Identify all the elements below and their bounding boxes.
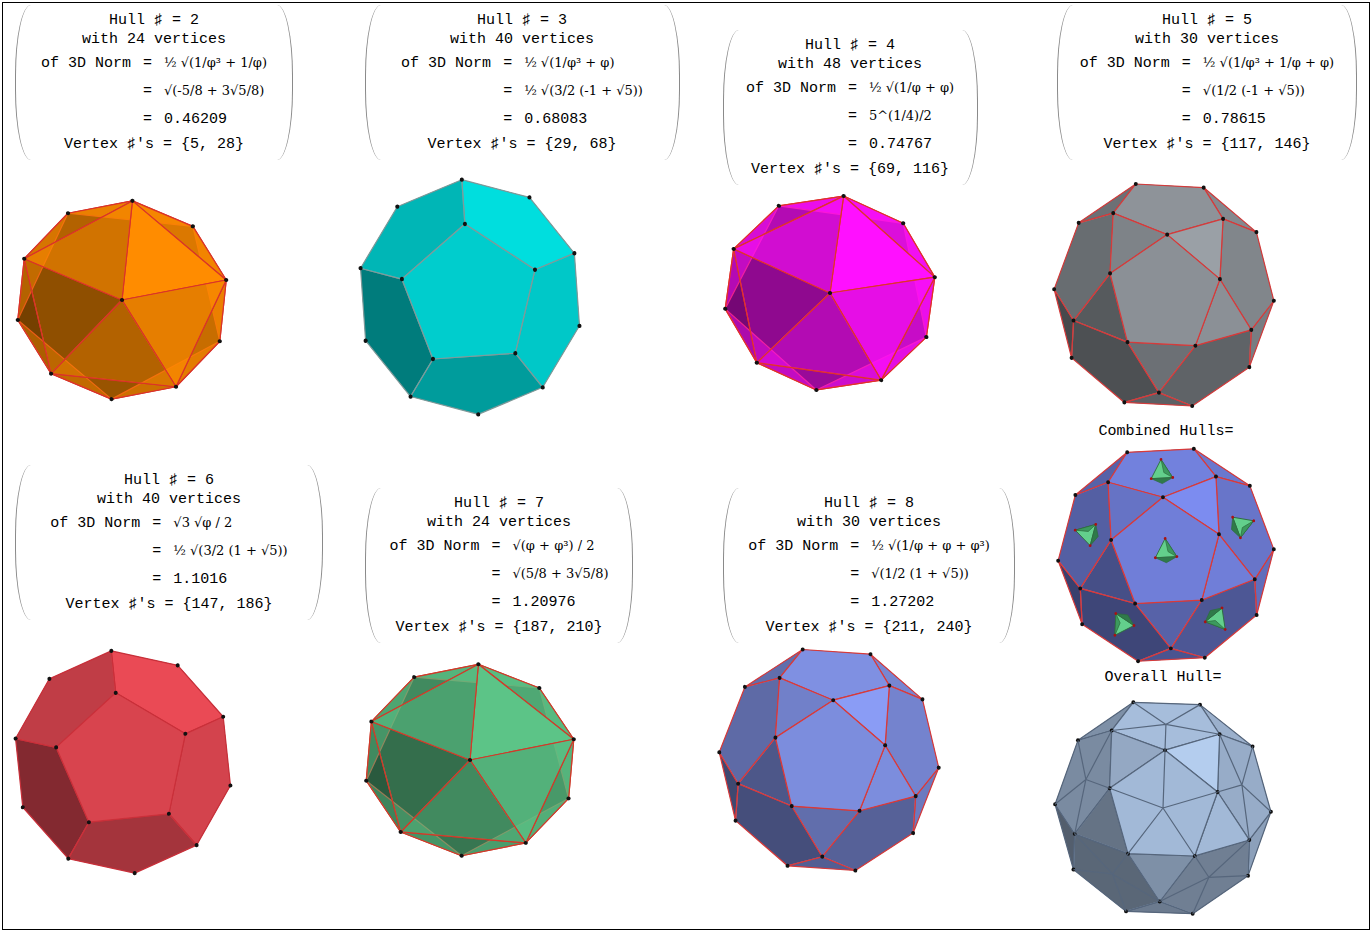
figure-caption: Overall Hull=	[1104, 668, 1221, 687]
vertex-count: with 24 vertices	[41, 30, 267, 49]
norm-formula: √(1/2 (1 + √5))	[871, 560, 990, 588]
norm-value: 0.78615	[1203, 105, 1334, 133]
hull-number: Hull ♯ = 8	[748, 494, 990, 513]
equals-sign: =	[152, 537, 161, 565]
hull-figure	[1023, 166, 1297, 445]
vertex-range: Vertex ♯'s = {147, 186}	[50, 595, 287, 614]
norm-formula: ½ √(1/φ³ + φ)	[524, 49, 643, 77]
vertex-range: Vertex ♯'s = {29, 68}	[401, 135, 643, 154]
norm-formula: ½ √(1/φ + φ)	[869, 74, 954, 102]
equals-sign: =	[492, 532, 501, 560]
norm-formula: √3 √φ / 2	[173, 509, 287, 537]
norm-value: 1.27202	[871, 588, 990, 616]
equals-sign: =	[143, 49, 152, 77]
overall-figure	[1027, 687, 1291, 932]
norm-formula: ½ √(1/φ³ + 1/φ + φ)	[1203, 49, 1334, 77]
norm-value: 1.1016	[173, 565, 287, 593]
formula-panel: Hull ♯ = 7with 24 verticesof 3D Norm = √(φ…	[365, 488, 633, 643]
hull-figure	[307, 145, 621, 468]
vertex-count: with 30 vertices	[748, 513, 990, 532]
equals-sign: =	[503, 105, 512, 133]
norm-value: 0.68083	[524, 105, 643, 133]
norm-formula: 5^(1/4)/2	[869, 102, 954, 130]
vertex-range: Vertex ♯'s = {69, 116}	[746, 160, 954, 179]
equals-sign: =	[152, 565, 161, 593]
norm-label: of 3D Norm	[746, 74, 836, 102]
hull-figure	[0, 613, 275, 930]
norm-formula: ½ √(3/2 (1 + √5))	[173, 537, 287, 565]
hull-figure	[668, 155, 978, 444]
vertex-count: with 24 vertices	[389, 513, 608, 532]
figure-caption: Combined Hulls=	[1098, 422, 1233, 441]
hull-figure	[314, 631, 612, 902]
equals-sign: =	[848, 130, 857, 158]
equals-sign: =	[848, 74, 857, 102]
equals-sign: =	[1182, 105, 1191, 133]
formula-panel: Hull ♯ = 4with 48 verticesof 3D Norm = ½ √…	[723, 30, 978, 185]
formula-panel: Hull ♯ = 8with 30 verticesof 3D Norm = ½ √…	[723, 488, 1015, 643]
equals-sign: =	[492, 560, 501, 588]
norm-label: of 3D Norm	[41, 49, 131, 77]
hull-number: Hull ♯ = 7	[389, 494, 608, 513]
vertex-range: Vertex ♯'s = {5, 28}	[41, 135, 267, 154]
formula-panel: Hull ♯ = 2with 24 verticesof 3D Norm = ½ √…	[15, 5, 293, 160]
vertex-range: Vertex ♯'s = {211, 240}	[748, 618, 990, 637]
norm-value: 1.20976	[513, 588, 609, 616]
equals-sign: =	[850, 588, 859, 616]
equals-sign: =	[850, 532, 859, 560]
vertex-range: Vertex ♯'s = {117, 146}	[1080, 135, 1334, 154]
vertex-count: with 40 vertices	[401, 30, 643, 49]
hull-number: Hull ♯ = 5	[1080, 11, 1334, 30]
equals-sign: =	[152, 509, 161, 537]
combined-figure	[1029, 432, 1298, 699]
hull-number: Hull ♯ = 2	[41, 11, 267, 30]
hull-number: Hull ♯ = 3	[401, 11, 643, 30]
norm-value: 0.46209	[164, 105, 267, 133]
hull-figure	[0, 165, 267, 450]
formula-panel: Hull ♯ = 5with 30 verticesof 3D Norm = ½ √…	[1057, 5, 1357, 160]
norm-formula: √(-5/8 + 3√5/8)	[164, 77, 267, 105]
norm-label: of 3D Norm	[748, 532, 838, 560]
equals-sign: =	[1182, 49, 1191, 77]
norm-label: of 3D Norm	[50, 509, 140, 537]
vertex-count: with 48 vertices	[746, 55, 954, 74]
norm-formula: ½ √(1/φ + φ + φ³)	[871, 532, 990, 560]
equals-sign: =	[1182, 77, 1191, 105]
vertex-count: with 40 vertices	[50, 490, 287, 509]
hull-number: Hull ♯ = 4	[746, 36, 954, 55]
equals-sign: =	[492, 588, 501, 616]
norm-label: of 3D Norm	[1080, 49, 1170, 77]
equals-sign: =	[503, 77, 512, 105]
vertex-range: Vertex ♯'s = {187, 210}	[389, 618, 608, 637]
norm-formula: √(φ + φ³) / 2	[513, 532, 609, 560]
formula-panel: Hull ♯ = 3with 40 verticesof 3D Norm = ½ √…	[365, 5, 680, 160]
equals-sign: =	[848, 102, 857, 130]
equals-sign: =	[143, 105, 152, 133]
norm-value: 0.74767	[869, 130, 954, 158]
hull-number: Hull ♯ = 6	[50, 471, 287, 490]
vertex-count: with 30 vertices	[1080, 30, 1334, 49]
equals-sign: =	[850, 560, 859, 588]
norm-label: of 3D Norm	[401, 49, 491, 77]
formula-panel: Hull ♯ = 6with 40 verticesof 3D Norm = √3 …	[15, 465, 323, 620]
hull-figure	[686, 630, 964, 911]
equals-sign: =	[503, 49, 512, 77]
equals-sign: =	[143, 77, 152, 105]
norm-formula: √(5/8 + 3√5/8)	[513, 560, 609, 588]
norm-label: of 3D Norm	[389, 532, 479, 560]
norm-formula: ½ √(1/φ³ + 1/φ)	[164, 49, 267, 77]
norm-formula: ½ √(3/2 (-1 + √5))	[524, 77, 643, 105]
norm-formula: √(1/2 (-1 + √5))	[1203, 77, 1334, 105]
